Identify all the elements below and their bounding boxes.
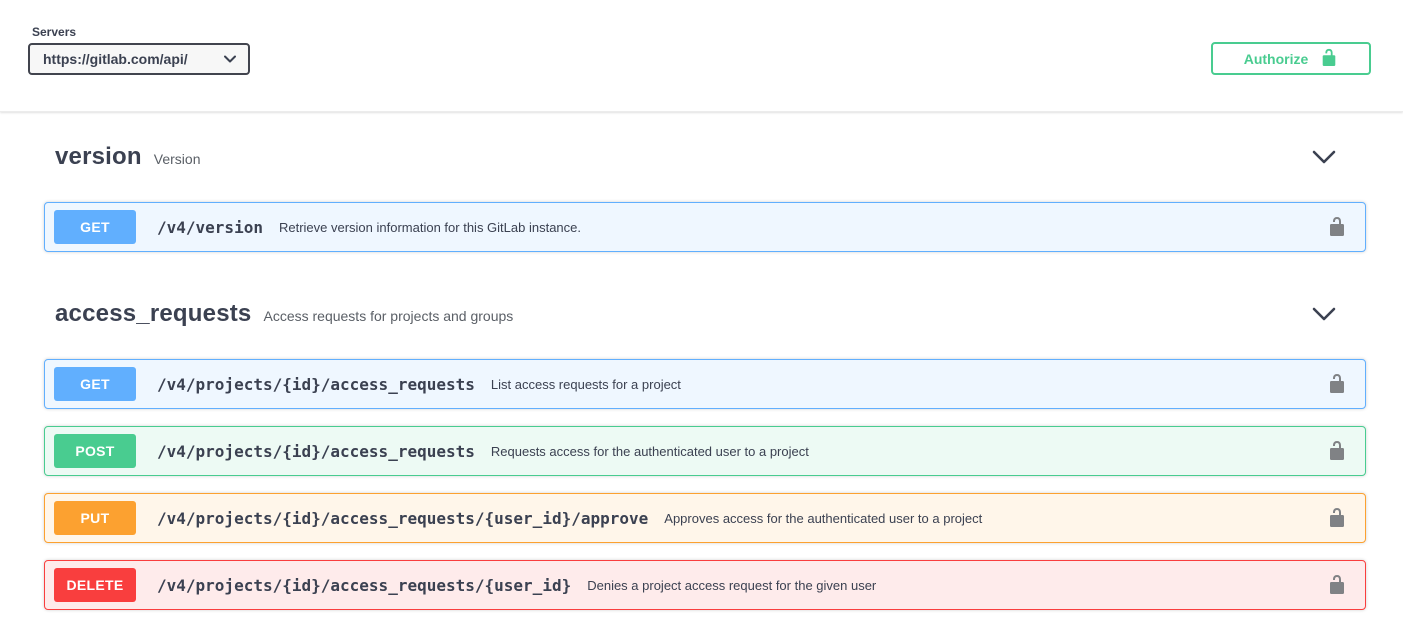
chevron-down-icon[interactable] [1312,150,1336,164]
servers-selected-url: https://gitlab.com/api/ [43,51,188,67]
tag-header-version[interactable]: version Version [44,143,1366,171]
operation-summary: Denies a project access request for the … [587,577,877,593]
unlocked-padlock-icon [1327,373,1347,396]
operation-summary: List access requests for a project [490,376,681,392]
operation-row[interactable]: POST /v4/projects/{id}/access_requests R… [44,426,1366,476]
operation-summary: Retrieve version information for this Gi… [278,219,581,235]
operation-row[interactable]: DELETE /v4/projects/{id}/access_requests… [44,560,1366,610]
method-badge: GET [54,210,136,244]
tag-name: version [55,143,142,170]
operation-path: /v4/projects/{id}/access_requests [157,374,475,394]
auth-lock-button[interactable] [1323,503,1351,534]
operation-path: /v4/projects/{id}/access_requests/{user_… [157,575,572,595]
auth-lock-button[interactable] [1323,570,1351,601]
tag-section-access-requests: access_requests Access requests for proj… [44,269,1366,610]
unlocked-padlock-icon [1327,440,1347,463]
operation-row[interactable]: GET /v4/projects/{id}/access_requests Li… [44,359,1366,409]
tag-section-version: version Version GET /v4/version Retrieve… [44,112,1366,252]
servers-select[interactable]: https://gitlab.com/api/ [28,43,250,75]
operation-row[interactable]: PUT /v4/projects/{id}/access_requests/{u… [44,493,1366,543]
chevron-down-icon [224,55,236,63]
method-badge: POST [54,434,136,468]
tag-title: version Version [55,143,200,171]
operation-summary: Approves access for the authenticated us… [664,510,983,526]
auth-lock-button[interactable] [1323,436,1351,467]
method-badge: PUT [54,501,136,535]
operation-path: /v4/version [157,217,263,237]
api-operations-list: version Version GET /v4/version Retrieve… [0,112,1403,610]
chevron-down-icon[interactable] [1312,307,1336,321]
tag-header-access-requests[interactable]: access_requests Access requests for proj… [44,300,1366,328]
servers-group: Servers https://gitlab.com/api/ [28,25,250,75]
authorize-button[interactable]: Authorize [1211,42,1371,75]
tag-title: access_requests Access requests for proj… [55,300,513,328]
unlocked-padlock-icon [1327,216,1347,239]
auth-lock-button[interactable] [1323,369,1351,400]
operation-row[interactable]: GET /v4/version Retrieve version informa… [44,202,1366,252]
tag-name: access_requests [55,300,252,327]
unlocked-padlock-icon [1327,507,1347,530]
unlocked-padlock-icon [1320,48,1338,69]
tag-description: Access requests for projects and groups [263,308,514,324]
operation-summary: Requests access for the authenticated us… [490,443,809,459]
method-badge: GET [54,367,136,401]
operation-path: /v4/projects/{id}/access_requests/{user_… [157,508,649,528]
method-badge: DELETE [54,568,136,602]
servers-label: Servers [32,25,77,39]
auth-lock-button[interactable] [1323,212,1351,243]
unlocked-padlock-icon [1327,574,1347,597]
operation-path: /v4/projects/{id}/access_requests [157,441,475,461]
scheme-container: Servers https://gitlab.com/api/ Authoriz… [0,0,1403,112]
authorize-label: Authorize [1243,50,1309,67]
tag-description: Version [153,151,201,167]
